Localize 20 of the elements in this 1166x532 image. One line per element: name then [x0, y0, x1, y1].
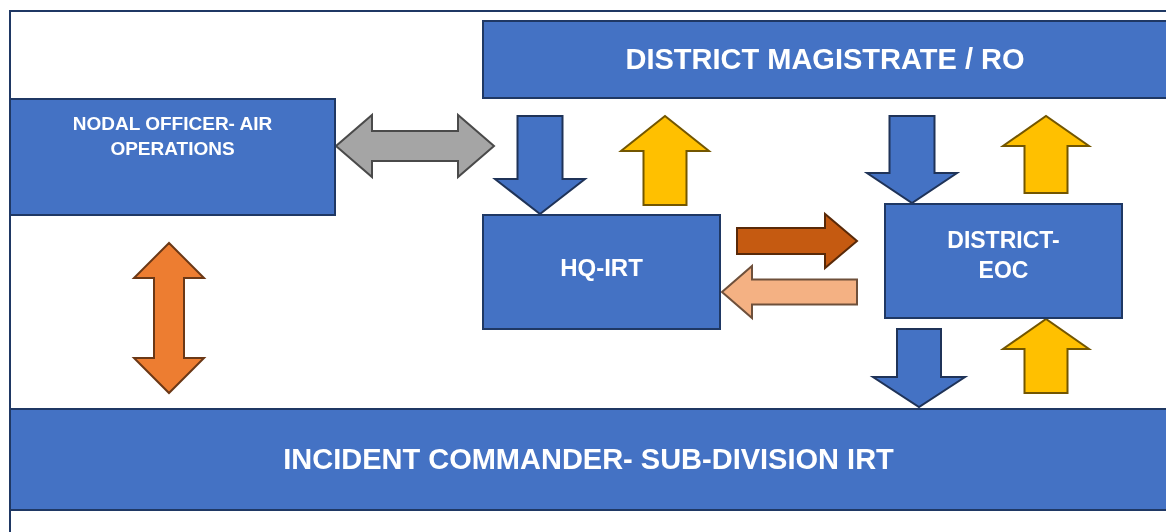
node-label: HQ-IRT: [560, 253, 643, 284]
block-arrow: [863, 115, 961, 205]
node-label: DISTRICT MAGISTRATE / RO: [625, 41, 1025, 77]
block-arrow: [618, 114, 712, 206]
process-box: [9, 98, 336, 216]
block-arrow: [736, 211, 859, 271]
process-box: [482, 20, 1166, 99]
process-box: [482, 214, 721, 330]
process-box: [884, 203, 1123, 319]
double-block-arrow: [131, 241, 207, 395]
double-block-arrow: [334, 112, 496, 180]
process-box: [9, 408, 1166, 511]
block-arrow: [999, 317, 1093, 394]
node-label: INCIDENT COMMANDER- SUB-DIVISION IRT: [283, 441, 894, 477]
node-label: DISTRICT- EOC: [946, 226, 1061, 285]
block-arrow: [492, 115, 588, 216]
block-arrow: [999, 114, 1093, 194]
block-arrow: [720, 263, 858, 321]
block-arrow: [869, 328, 969, 409]
node-label: NODAL OFFICER- AIR OPERATIONS: [71, 112, 274, 161]
